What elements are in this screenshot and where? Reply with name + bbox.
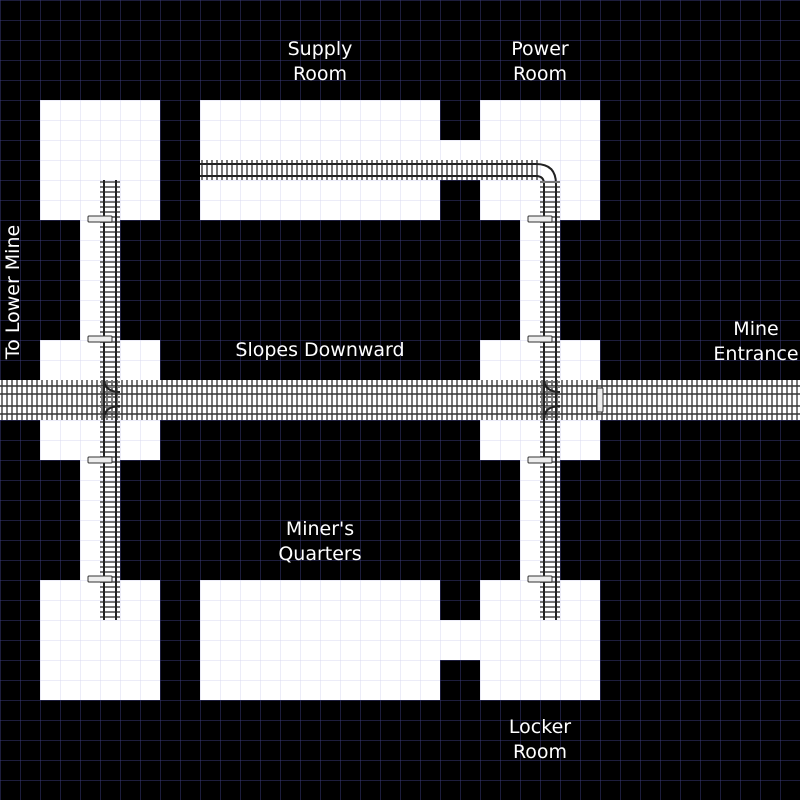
label-miners-quarters-line1: Miner's <box>286 518 354 540</box>
switch-marker <box>527 335 553 343</box>
main-tunnel <box>0 380 800 420</box>
label-locker-room-line2: Room <box>513 741 567 763</box>
label-locker-room-line1: Locker <box>509 716 571 738</box>
track-left-vertical <box>100 180 121 620</box>
room-miners-quarters <box>200 580 440 700</box>
switch-marker <box>87 456 113 464</box>
switch-marker <box>527 575 553 583</box>
label-slopes-downward: Slopes Downward <box>235 339 404 361</box>
switch-marker <box>87 575 113 583</box>
label-mine-entrance-line1: Mine <box>733 318 778 340</box>
track-right-vertical <box>540 180 561 620</box>
switch-marker <box>527 456 553 464</box>
label-mine-entrance-line2: Entrance <box>713 343 798 365</box>
track-switches <box>87 215 604 583</box>
passage-quarters-locker <box>440 620 480 660</box>
track-supply-power <box>200 160 557 185</box>
switch-marker <box>87 215 113 223</box>
label-supply-room-line1: Supply <box>288 38 353 60</box>
switch-marker <box>527 215 553 223</box>
label-power-room-line2: Room <box>513 63 567 85</box>
label-power-room-line1: Power <box>511 38 569 60</box>
entrance-gate <box>596 387 604 413</box>
label-miners-quarters-line2: Quarters <box>278 543 361 565</box>
switch-marker <box>87 335 113 343</box>
label-supply-room-line2: Room <box>293 63 347 85</box>
label-to-lower-mine: To Lower Mine <box>2 225 24 360</box>
